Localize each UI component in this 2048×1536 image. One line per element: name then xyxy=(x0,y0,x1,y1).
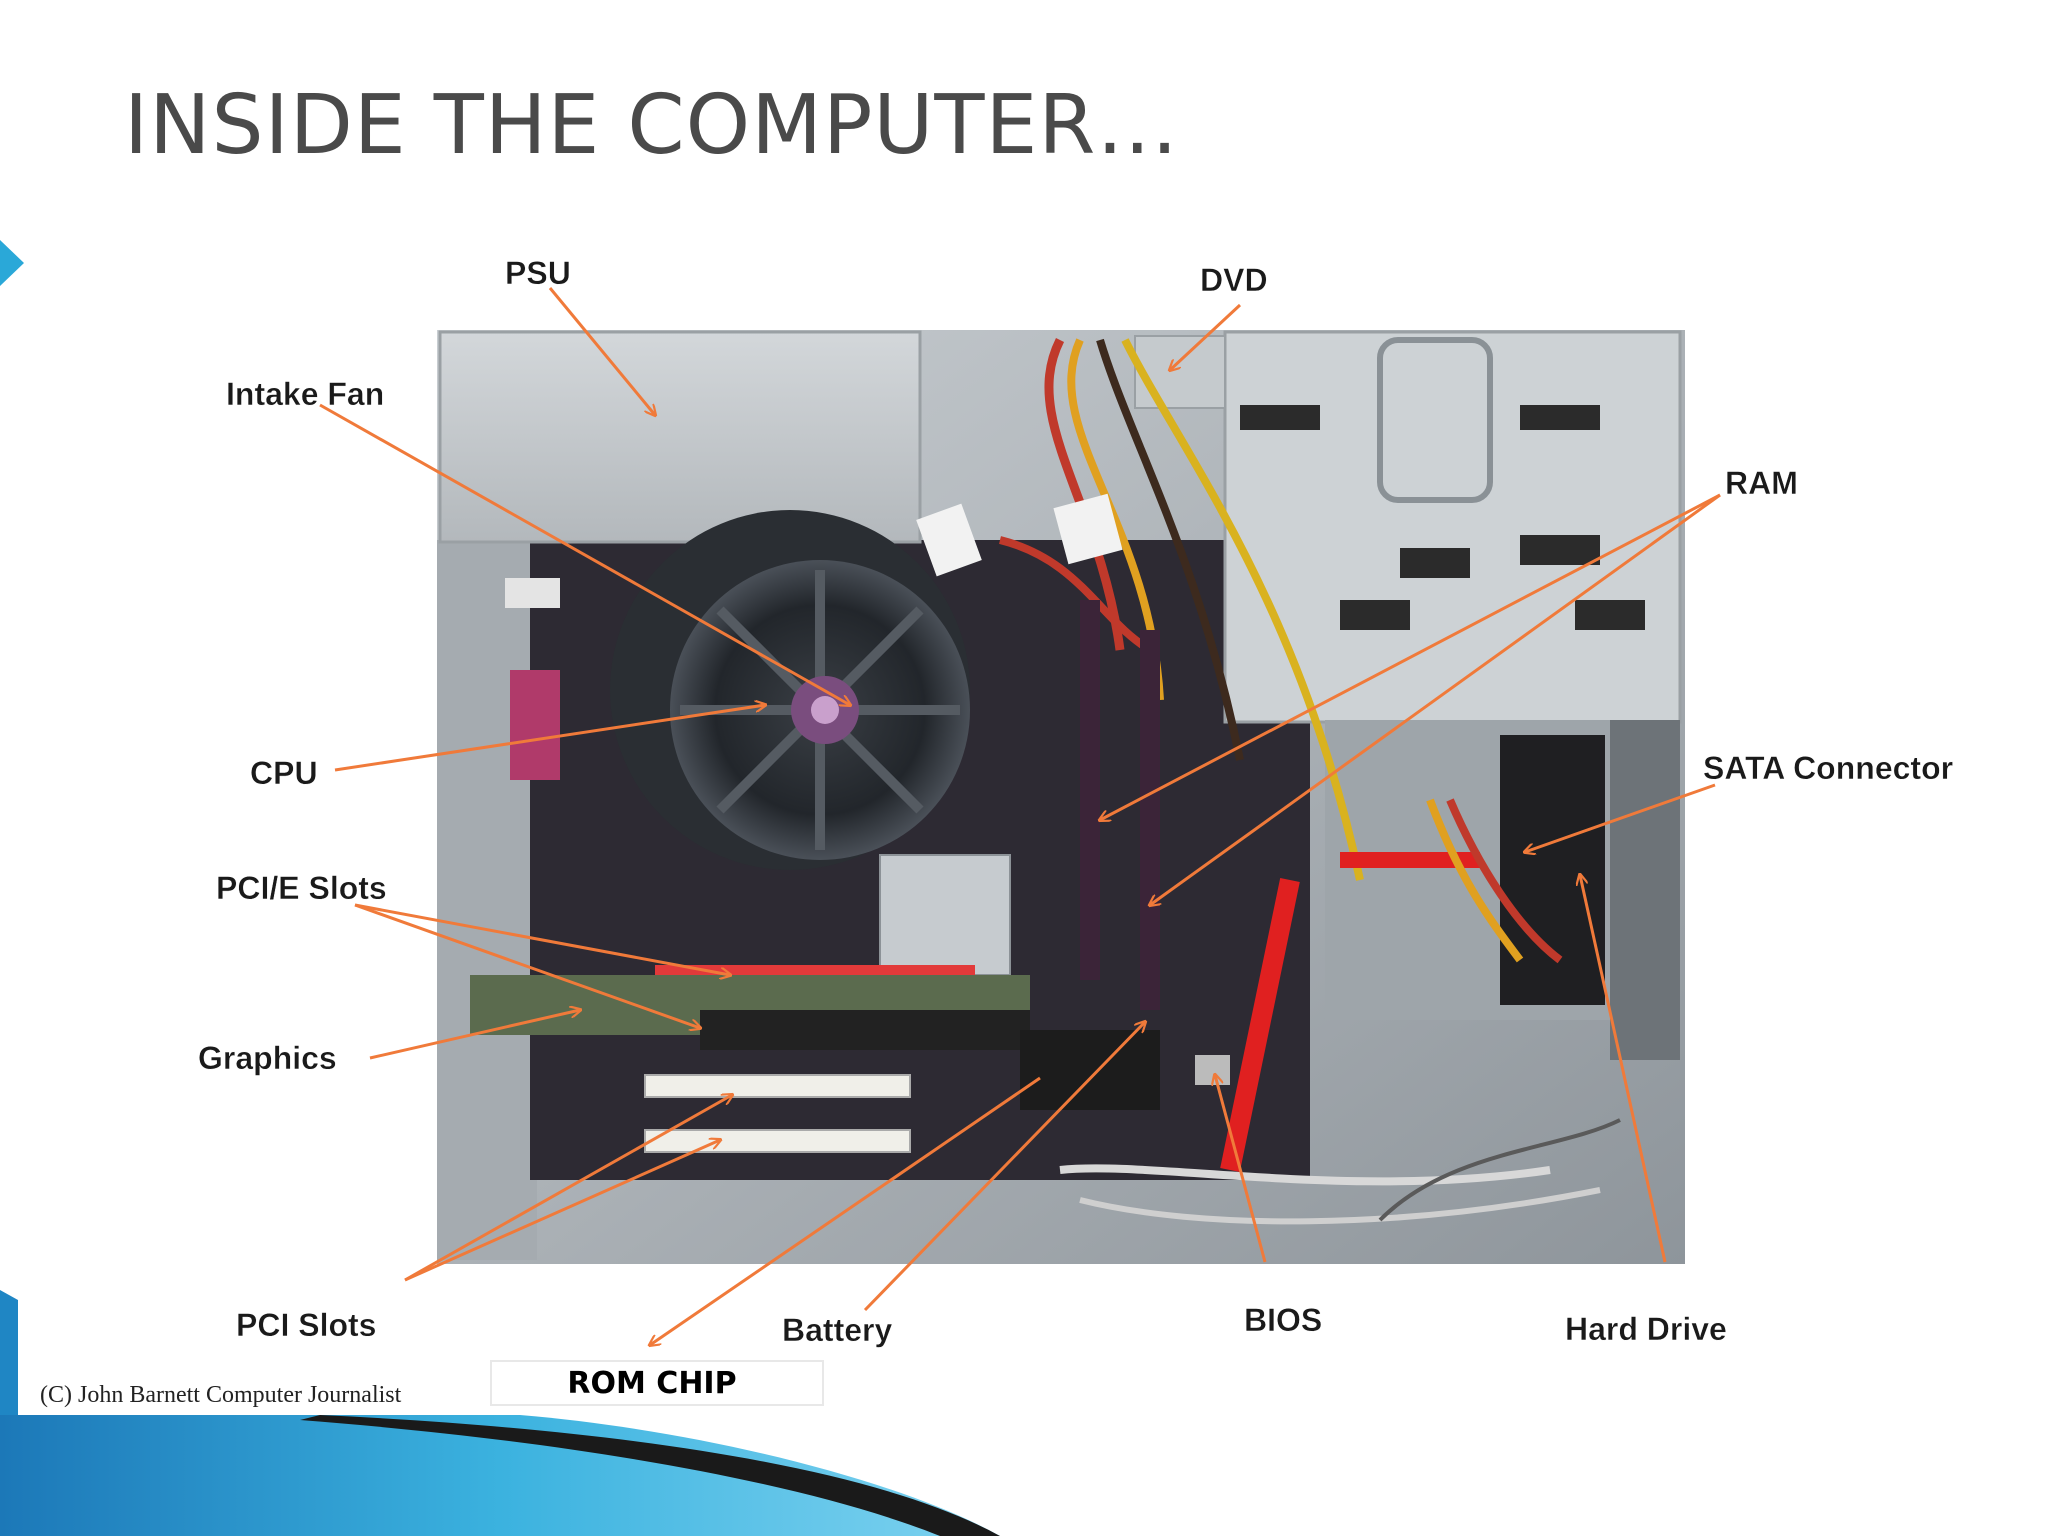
bullet-arrow-icon xyxy=(0,240,24,286)
label-rom-chip: ROM CHIP xyxy=(567,1365,737,1401)
label-battery: Battery xyxy=(782,1312,893,1348)
label-pci-slots: PCI Slots xyxy=(236,1307,377,1343)
rom-chip-label-box: ROM CHIP xyxy=(490,1360,824,1406)
label-graphics: Graphics xyxy=(198,1040,337,1076)
label-intake-fan: Intake Fan xyxy=(226,376,385,412)
label-pcie-slots: PCI/E Slots xyxy=(216,870,387,906)
copyright-credit: (C) John Barnett Computer Journalist xyxy=(40,1382,402,1408)
label-sata-connector: SATA Connector xyxy=(1703,750,1954,786)
label-ram: RAM xyxy=(1725,465,1798,501)
slide-title: INSIDE THE COMPUTER… xyxy=(124,78,1180,173)
label-dvd: DVD xyxy=(1200,262,1268,298)
label-hard-drive: Hard Drive xyxy=(1565,1311,1727,1347)
label-bios: BIOS xyxy=(1244,1302,1323,1338)
label-psu: PSU xyxy=(505,255,571,291)
label-cpu: CPU xyxy=(250,755,318,791)
